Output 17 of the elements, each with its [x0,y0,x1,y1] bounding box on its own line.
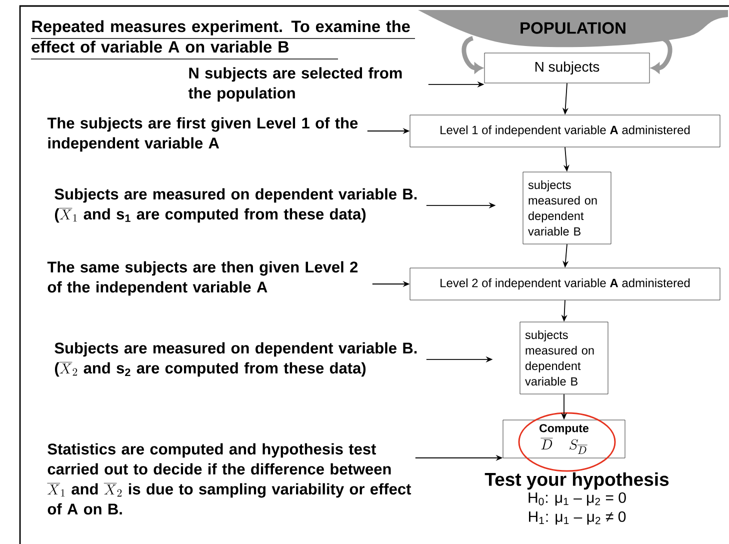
step-description: Statistics are computed and hypothesis test carried out to decide if the difference between $\overline{X}_1$ and $\overline{X}_2$ is due to sampling variability or effect of A on B. [47,443,412,515]
title: Repeated measures experiment. To examine the effect of variable A on variable B [30,20,416,60]
process-box: subjects measured on dependent variable B [520,322,608,394]
step-description: N subjects are selected from the population [188,67,402,102]
hypothesis-line: H$_{1}$: μ$_{1}$ – μ$_{2}$ ≠ 0 [529,511,626,525]
step-description: The same subjects are then given Level 2 of the independent variable A [47,261,358,296]
step-description: The subjects are first given Level 1 of the independent variable A [47,117,358,152]
hypothesis-line: H$_{0}$: μ$_{1}$ – μ$_{2}$ = 0 [528,492,626,506]
process-box: subjects measured on dependent variable B [522,172,612,244]
heading: Test your hypothesis [484,472,669,490]
step-description: Subjects are measured on dependent variable B. ($\overline{X}_1$ and s$_{1}$ are computed from these data) [54,188,417,223]
population-cloud: POPULATION [418,10,728,48]
process-box: Level 1 of independent variable A administered [410,114,720,148]
process-box: Level 2 of independent variable A administered [410,268,720,300]
process-box: N subjects [484,52,650,84]
step-description: Subjects are measured on dependent variable B. ($\overline{X}_2$ and s$_{2}$ are computed from these data) [54,342,417,377]
compute-box: Compute $\overline{D}$ $S_{\overline{D}}$ [502,420,626,458]
